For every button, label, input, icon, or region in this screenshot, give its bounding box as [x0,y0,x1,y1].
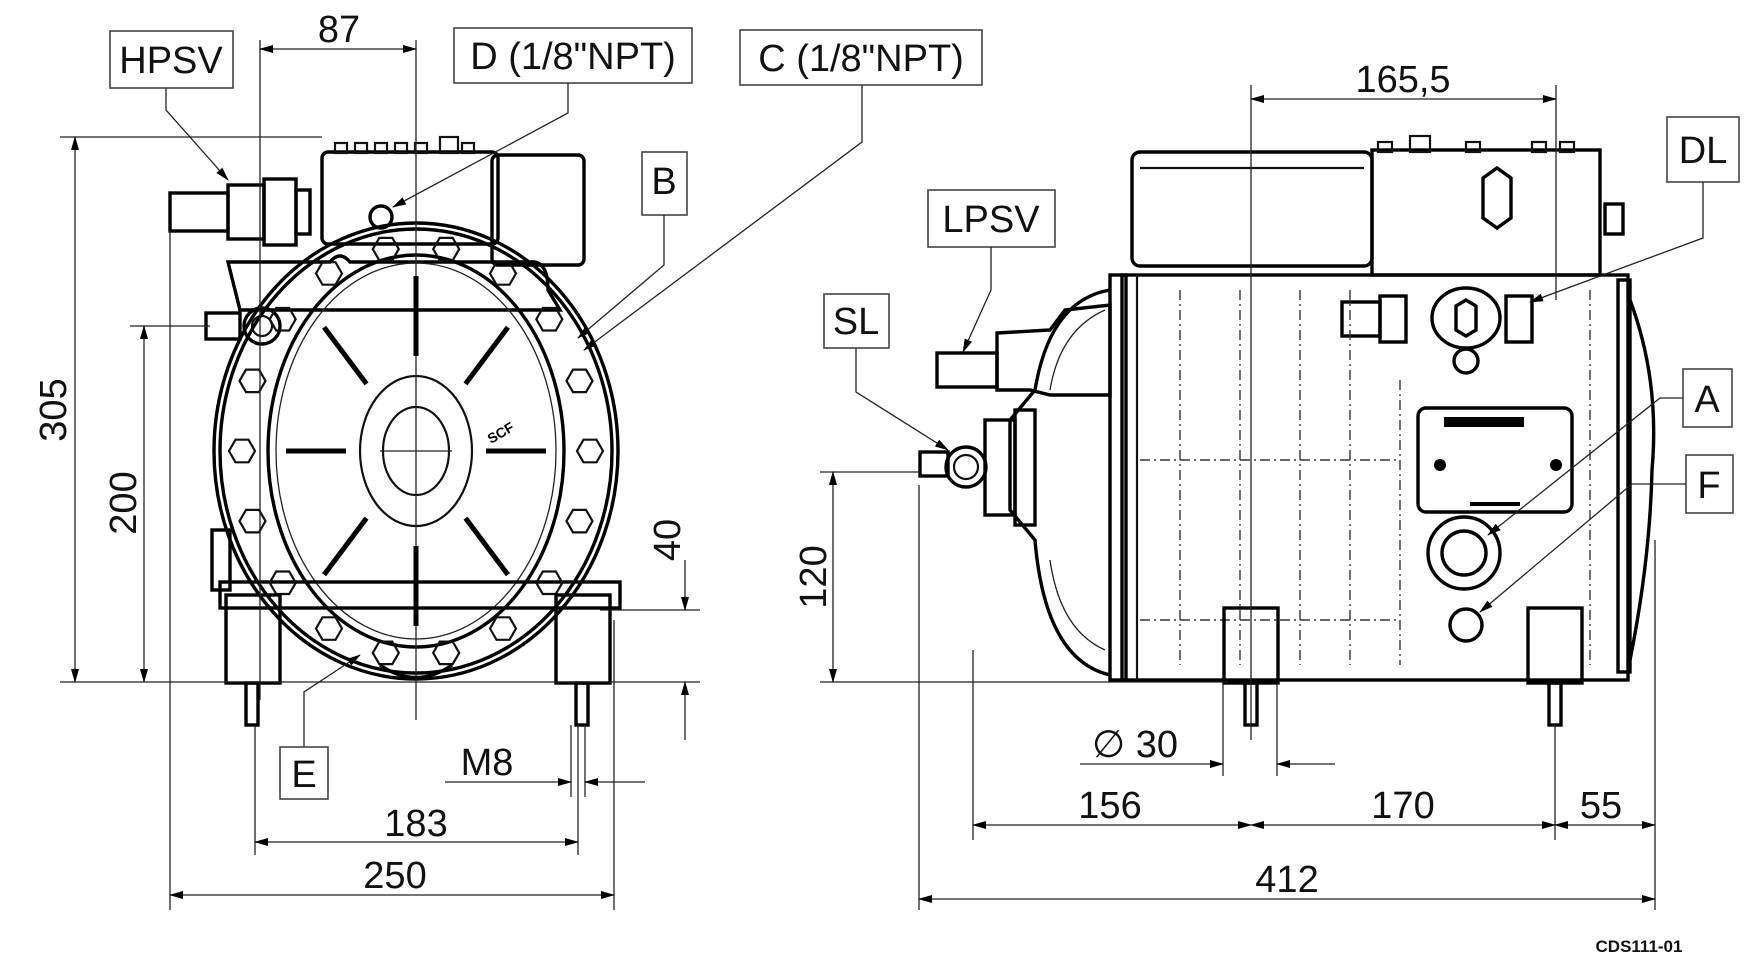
rear-cover [1628,299,1656,661]
callout-d: D (1/8"NPT) [470,36,676,78]
dim-120: 120 [793,545,835,608]
flange-bolt [238,368,267,394]
callout-d-box [453,27,693,84]
flange-bolt [575,438,605,464]
drawing-code: CDS111-01 [1596,937,1683,956]
callout-dl-box [1666,116,1740,183]
flange-bolt [488,616,518,641]
side-stud-right [1547,681,1563,727]
dim-183: 183 [384,803,447,845]
callout-f: F [1697,465,1720,507]
flange-bolt [371,640,401,666]
dim-156: 156 [1078,785,1141,827]
flange-bolt [314,616,344,641]
front-stud-left [244,681,260,727]
dl-fitting [1340,286,1534,375]
flange-bolts [227,236,605,666]
dim-165-5: 165,5 [1355,59,1450,101]
cover-rib [463,516,510,577]
side-block-bolts [1376,134,1576,154]
sl-valve [918,408,1037,527]
flange-bolt [268,306,297,332]
callout-a: A [1694,379,1720,421]
side-view: 165,5 120 ∅ 30 156 170 55 412 LPSV SL [793,59,1740,910]
dim-m8: M8 [461,742,514,784]
flange-bolt [238,508,267,534]
callout-f-box [1685,454,1734,514]
hidden-lines [1140,290,1591,665]
cover-stamp: SCF [484,419,517,447]
terminal-box [320,150,500,246]
flange-bolt [431,236,461,262]
callout-dl: DL [1679,130,1728,172]
flange-bolt [565,508,594,534]
dim-412: 412 [1255,859,1318,901]
side-foot-right [1526,606,1584,685]
dim-55: 55 [1580,785,1622,827]
cover-rib [322,516,369,577]
callout-b: B [651,161,676,203]
callout-b-box [641,151,688,216]
rear-flange-side [1616,278,1632,674]
hpsv-valve [168,177,312,247]
callout-lpsv: LPSV [942,199,1040,241]
side-terminal-box [1130,150,1374,268]
terminal-box-bolts [333,135,476,155]
dim-40: 40 [647,519,689,561]
discharge-valve-nut [1481,165,1513,231]
dim-250: 250 [363,855,426,897]
callout-a-box [1682,368,1733,428]
callout-c-box [739,29,983,86]
dim-200: 200 [103,471,145,534]
oil-drain [379,663,453,680]
flange-bolt [535,306,564,332]
flange-bolt [227,438,257,464]
callout-hpsv-box [109,30,234,89]
side-valve-block [1370,148,1602,277]
motor-flange-side [1108,273,1128,682]
dim-170: 170 [1371,785,1434,827]
front-view: SCF 87 305 200 40 183 [33,9,983,910]
terminal-box-side [490,153,586,267]
dim-87: 87 [318,9,360,51]
callout-sl-box [823,293,890,349]
oil-plug [1448,607,1484,643]
callout-sl: SL [833,301,879,343]
dim-305: 305 [33,378,75,441]
nameplate [1416,406,1574,514]
dim-diameter-30: ∅ 30 [1092,724,1178,766]
flange-bolt [314,261,344,286]
callout-hpsv: HPSV [119,40,223,82]
callout-e: E [291,754,316,796]
callout-lpsv-box [927,189,1056,248]
lpsv-valve [935,303,1112,397]
cover-ribs [286,276,546,626]
flange-bolt [431,640,461,666]
suction-fitting [204,306,282,346]
nameplate-logo [1444,417,1524,427]
motor-dome [1008,288,1111,677]
cover-rib [322,325,369,386]
sight-glass [1426,515,1502,591]
cover-rib [463,325,510,386]
flange-bolt [488,261,518,286]
flange-bolt [371,236,401,262]
side-body [1120,273,1630,682]
flange-bolt [565,368,594,394]
callout-c: C (1/8"NPT) [758,38,964,80]
front-stud-right [574,681,590,727]
